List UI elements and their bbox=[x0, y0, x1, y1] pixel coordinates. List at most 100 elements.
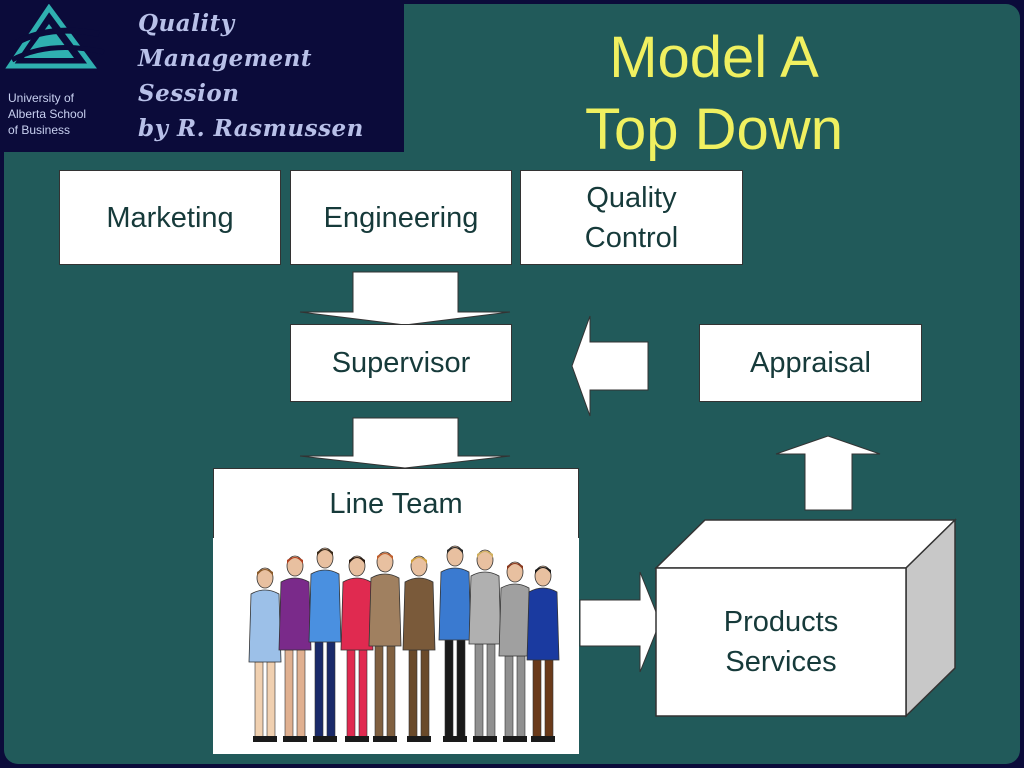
products-label-line2: Services bbox=[725, 646, 837, 678]
person-body bbox=[526, 587, 560, 661]
quality-control-label-line1: Quality bbox=[586, 181, 677, 214]
person-body bbox=[468, 571, 502, 645]
left-arrow-to-supervisor bbox=[571, 315, 649, 417]
person-hair bbox=[377, 553, 393, 560]
person-shoes bbox=[313, 736, 337, 742]
marketing-label: Marketing bbox=[106, 201, 234, 234]
person-hair bbox=[287, 557, 303, 564]
logo-line-3: of Business bbox=[8, 123, 71, 137]
person-shoes bbox=[373, 736, 397, 742]
person-body bbox=[438, 567, 472, 641]
person-hair bbox=[507, 563, 523, 570]
person-leg bbox=[374, 645, 384, 739]
person-figure-5 bbox=[368, 551, 402, 742]
slide-title-line2: Top Down bbox=[585, 97, 843, 162]
session-line-3: Session bbox=[138, 80, 240, 107]
logo-line-2: Alberta School bbox=[8, 107, 87, 121]
person-shoes bbox=[253, 736, 277, 742]
person-hair bbox=[317, 549, 333, 556]
logo-line-1: University of bbox=[8, 91, 75, 105]
person-shoes bbox=[443, 736, 467, 742]
person-figure-7 bbox=[438, 545, 472, 742]
person-head bbox=[348, 555, 366, 577]
person-figure-4 bbox=[340, 555, 374, 742]
person-hair bbox=[349, 557, 365, 564]
person-hair bbox=[477, 551, 493, 558]
person-leg bbox=[544, 659, 554, 739]
person-leg bbox=[314, 641, 324, 739]
person-shoes bbox=[531, 736, 555, 742]
person-leg bbox=[266, 661, 276, 739]
person-head bbox=[476, 549, 494, 571]
person-leg bbox=[386, 645, 396, 739]
products-box-front bbox=[655, 567, 907, 717]
person-hair bbox=[411, 557, 427, 564]
person-shoes bbox=[345, 736, 369, 742]
team-people-illustration bbox=[213, 538, 579, 754]
person-leg bbox=[504, 655, 514, 739]
person-body bbox=[402, 577, 436, 651]
person-leg bbox=[474, 643, 484, 739]
person-head bbox=[446, 545, 464, 567]
person-shoes bbox=[407, 736, 431, 742]
session-line-2: Management bbox=[138, 45, 313, 72]
slide-title: Model A Top Down bbox=[544, 22, 884, 166]
people-group-icon bbox=[248, 545, 560, 742]
session-title: Quality Management Session by R. Rasmuss… bbox=[138, 6, 364, 146]
up-arrow-to-appraisal bbox=[775, 435, 881, 511]
person-leg bbox=[358, 649, 368, 739]
session-header: University of Alberta School of Business… bbox=[0, 0, 404, 152]
person-shoes bbox=[283, 736, 307, 742]
person-hair bbox=[257, 569, 273, 576]
line-team-box: Line Team bbox=[213, 468, 579, 540]
person-hair bbox=[447, 547, 463, 554]
person-figure-2 bbox=[278, 555, 312, 742]
appraisal-label: Appraisal bbox=[750, 347, 871, 379]
supervisor-box: Supervisor bbox=[290, 324, 512, 402]
products-services-label: Products Services bbox=[658, 570, 904, 714]
university-logo-icon bbox=[5, 4, 105, 69]
slide-title-line1: Model A bbox=[609, 25, 819, 90]
person-hair bbox=[535, 567, 551, 574]
person-leg bbox=[456, 639, 466, 739]
person-figure-8 bbox=[468, 549, 502, 742]
person-body bbox=[498, 583, 532, 657]
person-figure-10 bbox=[526, 565, 560, 742]
down-arrow-to-supervisor bbox=[299, 271, 511, 326]
person-leg bbox=[346, 649, 356, 739]
person-leg bbox=[532, 659, 542, 739]
person-head bbox=[256, 567, 274, 589]
products-box-top bbox=[654, 519, 957, 569]
person-leg bbox=[444, 639, 454, 739]
session-line-1: Quality bbox=[138, 10, 235, 37]
quality-control-box: Quality Control bbox=[520, 170, 743, 265]
person-head bbox=[410, 555, 428, 577]
person-shoes bbox=[503, 736, 527, 742]
person-head bbox=[534, 565, 552, 587]
person-shoes bbox=[473, 736, 497, 742]
person-leg bbox=[420, 649, 430, 739]
person-figure-3 bbox=[308, 547, 342, 742]
appraisal-box: Appraisal bbox=[699, 324, 922, 402]
person-head bbox=[316, 547, 334, 569]
person-leg bbox=[296, 649, 306, 739]
university-name: University of Alberta School of Business bbox=[8, 90, 86, 138]
person-body bbox=[308, 569, 342, 643]
person-head bbox=[506, 561, 524, 583]
person-body bbox=[248, 589, 282, 663]
supervisor-label: Supervisor bbox=[331, 347, 471, 379]
person-figure-9 bbox=[498, 561, 532, 742]
person-leg bbox=[486, 643, 496, 739]
person-head bbox=[286, 555, 304, 577]
person-body bbox=[340, 577, 374, 651]
engineering-label: Engineering bbox=[323, 201, 479, 234]
session-line-4: by R. Rasmussen bbox=[138, 115, 364, 142]
quality-control-label-line2: Control bbox=[584, 221, 679, 254]
person-head bbox=[376, 551, 394, 573]
person-body bbox=[278, 577, 312, 651]
person-leg bbox=[326, 641, 336, 739]
line-team-label: Line Team bbox=[329, 488, 463, 520]
person-body bbox=[368, 573, 402, 647]
